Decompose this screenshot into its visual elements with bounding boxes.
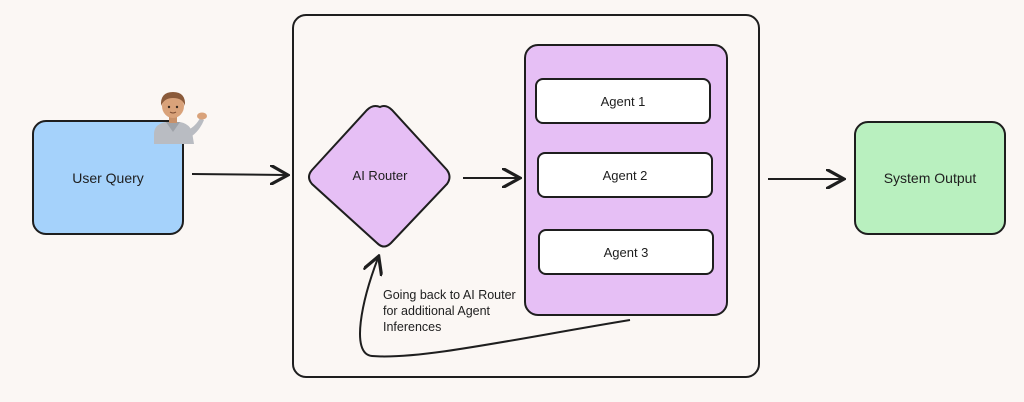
person-tipping-hand-icon [154,92,207,144]
feedback-note-line-1: Going back to AI Router [383,288,516,302]
feedback-note-line-2: for additional Agent [383,304,491,318]
router-system-container [292,14,760,378]
agent-2-node: Agent 2 [537,152,713,198]
agent-1-node: Agent 1 [535,78,711,124]
agent-1-label: Agent 1 [600,93,646,109]
ai-router-label: AI Router [352,168,408,183]
feedback-note: Going back to AI Router for additional A… [383,287,523,335]
agent-3-node: Agent 3 [538,229,714,275]
system-output-node: System Output [854,121,1006,235]
user-query-label: User Query [72,169,144,186]
agent-3-label: Agent 3 [603,244,649,260]
system-output-label: System Output [883,170,977,186]
feedback-note-line-3: Inferences [383,320,442,334]
arrow-user-to-router [191,174,286,175]
agent-2-label: Agent 2 [602,167,648,183]
